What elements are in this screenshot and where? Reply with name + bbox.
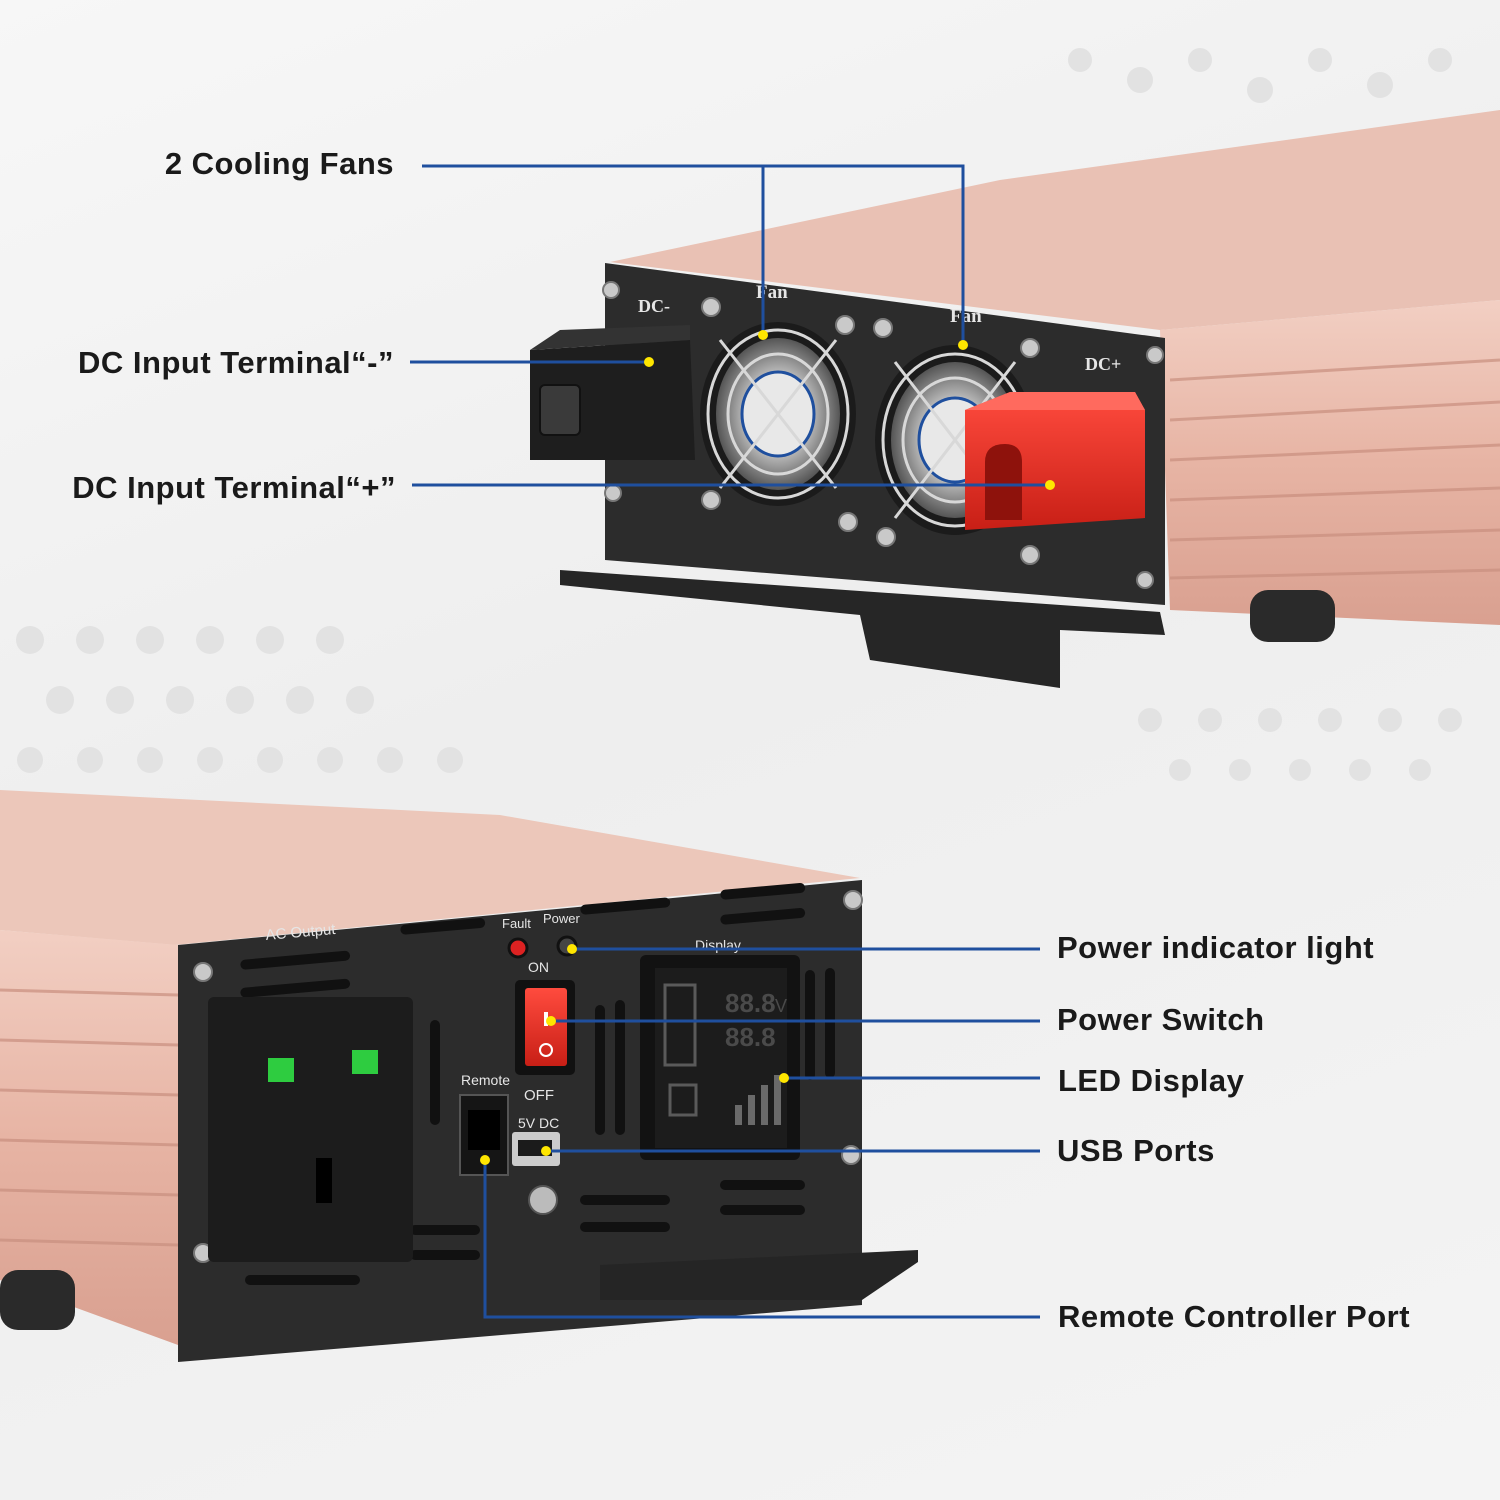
marker-remote	[480, 1155, 490, 1165]
housing-side	[1160, 300, 1500, 625]
display-unit: V	[775, 996, 787, 1016]
usb-port[interactable]	[512, 1132, 560, 1166]
callout-power-indicator: Power indicator light	[1057, 930, 1375, 965]
marker-dc-positive	[1045, 480, 1055, 490]
label-fan-right: Fan	[950, 306, 982, 327]
marker-power-switch	[546, 1016, 556, 1026]
callout-dc-input-positive: DC Input Terminal“+”	[72, 470, 396, 505]
marker-fan-right	[958, 340, 968, 350]
power-switch[interactable]	[515, 980, 575, 1075]
remote-port[interactable]	[459, 1094, 509, 1176]
callout-dc-input-negative: DC Input Terminal“-”	[78, 345, 394, 380]
label-power: Power	[543, 911, 581, 926]
cooling-fan-left	[700, 322, 856, 506]
ground-bolt	[528, 1185, 558, 1215]
marker-power-indicator	[567, 944, 577, 954]
callout-power-switch: Power Switch	[1057, 1002, 1265, 1037]
leader-markers	[480, 330, 1055, 1165]
housing-fins-front	[0, 988, 179, 1247]
inverter-front-view: 88.8 88.8 V AC Output Fault Power Displa…	[0, 790, 918, 1362]
marker-usb	[541, 1146, 551, 1156]
display-readout-bottom: 88.8	[725, 1022, 776, 1052]
dc-positive-terminal	[965, 392, 1145, 530]
label-off: OFF	[524, 1087, 554, 1104]
label-on: ON	[528, 959, 549, 975]
callout-usb-ports: USB Ports	[1057, 1133, 1215, 1168]
housing-top-front	[0, 790, 860, 945]
marker-dc-negative	[644, 357, 654, 367]
callout-led-display: LED Display	[1058, 1063, 1245, 1098]
leader-remote	[483, 1160, 1040, 1319]
led-display	[640, 955, 800, 1160]
label-fault: Fault	[502, 916, 531, 931]
housing-fins	[1169, 358, 1500, 580]
label-display: Display	[695, 937, 741, 953]
fault-indicator	[507, 937, 529, 959]
rubber-foot-front	[0, 1270, 75, 1330]
label-ac-output: AC Output	[265, 921, 337, 944]
label-usb: 5V DC	[518, 1115, 559, 1131]
display-readout-top: 88.8	[725, 988, 776, 1018]
callout-remote-controller-port: Remote Controller Port	[1058, 1299, 1411, 1334]
label-dc-minus: DC-	[638, 296, 670, 316]
ac-output-socket	[208, 997, 413, 1262]
mounting-bracket	[560, 570, 1165, 688]
housing-top	[610, 110, 1500, 330]
front-bracket	[600, 1250, 918, 1300]
leader-lines	[410, 164, 1050, 1319]
vent-slots	[240, 883, 835, 1285]
callout-cooling-fans: 2 Cooling Fans	[164, 146, 394, 181]
inverter-rear-view: DC- DC+ Fan Fan	[530, 110, 1500, 688]
leader-cooling-fans	[422, 164, 965, 345]
dc-negative-terminal	[530, 325, 695, 460]
marker-fan-left	[758, 330, 768, 340]
label-dc-plus: DC+	[1085, 354, 1121, 374]
label-fan-left: Fan	[756, 282, 788, 303]
label-remote: Remote	[461, 1072, 510, 1088]
marker-led-display	[779, 1073, 789, 1083]
rubber-foot	[1250, 590, 1335, 642]
